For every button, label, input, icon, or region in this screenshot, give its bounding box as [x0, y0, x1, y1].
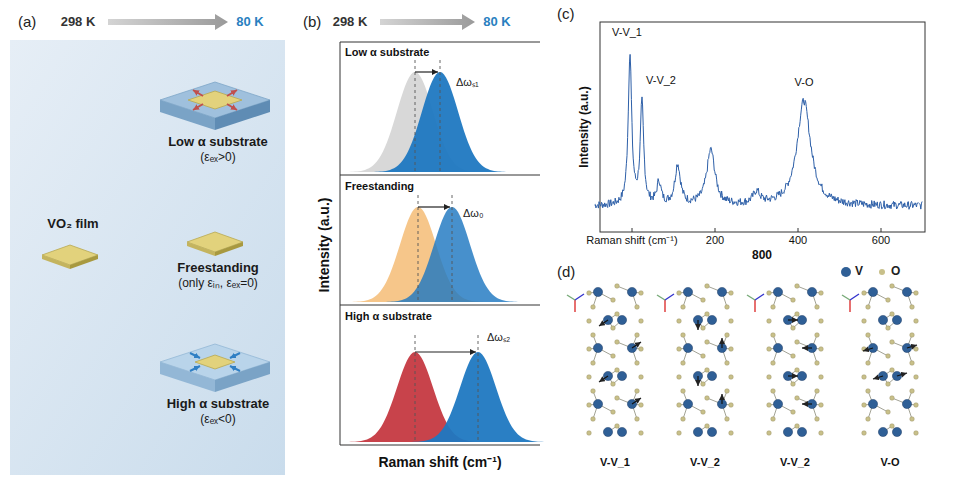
vo2-structure: [842, 284, 918, 437]
node-title: Freestanding: [150, 260, 286, 276]
axis-title: Intensity (a.u.): [578, 86, 592, 167]
shift-label: Δω₀: [463, 207, 484, 220]
raman-spectrum: [595, 54, 923, 209]
shift-label: Δωₛ₂: [487, 331, 510, 344]
shift-label: Δωₛ₁: [456, 76, 479, 89]
peak-label: V-V_1: [612, 26, 642, 39]
legend-swatch: [841, 267, 851, 277]
structure-label: V-V_2: [780, 456, 810, 469]
temperature-label: 298 K: [333, 15, 368, 30]
film-node: VO₂ film: [30, 216, 116, 288]
axis-title: 800: [752, 249, 772, 263]
vo2-structure: [567, 284, 643, 437]
node-title: VO₂ film: [30, 216, 116, 232]
node-title: High α substrate: [150, 396, 286, 412]
tick-label: 600: [872, 234, 890, 247]
node-note: (εₑₓ>0): [150, 150, 286, 164]
peak-label: V-V_2: [646, 74, 676, 87]
structure-label: V-O: [881, 456, 900, 469]
structure-label: V-V_1: [600, 456, 630, 469]
legend-swatch: [879, 269, 885, 275]
legend-text: V: [855, 265, 863, 279]
legend-text: O: [891, 265, 900, 279]
structure-label: V-V_2: [690, 456, 720, 469]
subpanel-title: Freestanding: [345, 180, 414, 193]
axis-title: Intensity (a.u.): [316, 198, 332, 293]
peak-label: V-O: [795, 76, 814, 89]
temperature-label: 80 K: [483, 15, 510, 30]
subpanel-title: Low α substrate: [345, 46, 429, 59]
panel-letter: (c): [557, 5, 575, 22]
substrate-node: Low α substrate(εₑₓ>0): [150, 64, 286, 168]
tick-label: 400: [789, 234, 807, 247]
axis-title: Raman shift (cm⁻¹): [378, 454, 501, 470]
node-title: Low α substrate: [150, 134, 286, 150]
panel-letter: (b): [303, 13, 321, 30]
vo2-structure: [657, 284, 733, 437]
tick-label: Raman shift (cm⁻¹): [586, 234, 677, 247]
panel-letter: (a): [18, 13, 36, 30]
tick-label: 200: [706, 234, 724, 247]
substrate-node: Freestanding(only εᵢₙ, εₑₓ=0): [150, 220, 286, 294]
vo2-structure: [747, 284, 823, 437]
temperature-label: 298 K: [61, 15, 96, 30]
panel-letter: (d): [557, 263, 575, 280]
temperature-label: 80 K: [236, 15, 263, 30]
node-note: (only εᵢₙ, εₑₓ=0): [150, 276, 286, 290]
node-note: (εₑₓ<0): [150, 412, 286, 426]
substrate-node: High α substrate(εₑₓ<0): [150, 330, 286, 430]
subpanel-title: High α substrate: [345, 310, 432, 323]
